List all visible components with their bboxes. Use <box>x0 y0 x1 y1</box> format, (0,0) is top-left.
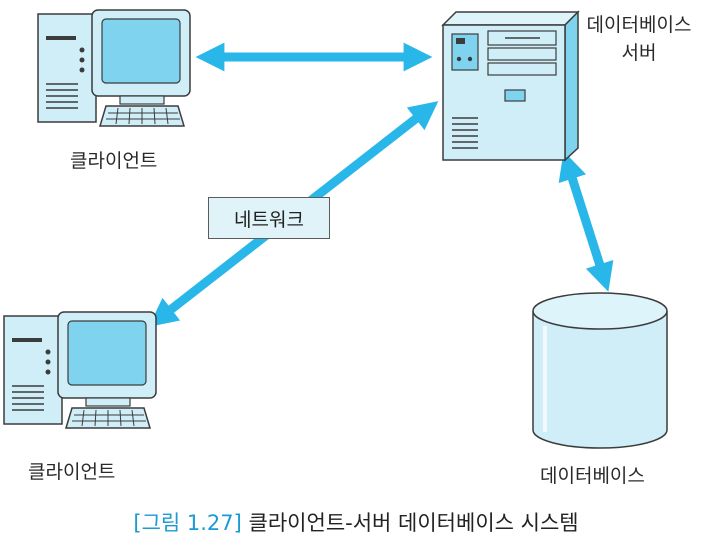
server-label-line2: 서버 <box>621 42 657 64</box>
figure-caption: [그림 1.27] 클라이언트-서버 데이터베이스 시스템 <box>0 507 712 537</box>
client-computer-icon <box>3 311 157 429</box>
server-icon <box>441 10 580 162</box>
figure-title: 클라이언트-서버 데이터베이스 시스템 <box>248 511 579 535</box>
client-bottom-label: 클라이언트 <box>28 461 116 483</box>
server-label-line1: 데이터베이스 <box>586 14 692 36</box>
client-top-label: 클라이언트 <box>70 150 158 172</box>
figure-number: [그림 1.27] <box>133 511 242 535</box>
network-label-box: 네트워크 <box>208 197 330 239</box>
network-label: 네트워크 <box>234 208 304 231</box>
arrow-server-database <box>558 151 614 292</box>
database-label: 데이터베이스 <box>540 465 645 487</box>
database-cylinder-icon <box>532 292 668 449</box>
client-computer-icon <box>37 9 191 127</box>
